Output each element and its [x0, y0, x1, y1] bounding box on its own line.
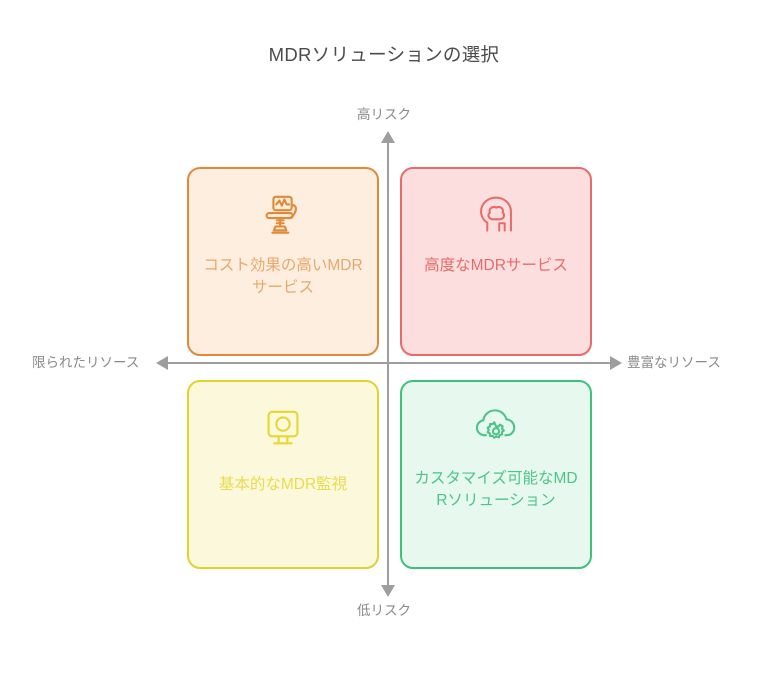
axis-label-abundant-resources: 豊富なリソース — [627, 355, 721, 370]
quadrant-card-top-right[interactable]: 高度なMDRサービス — [400, 167, 592, 356]
horizontal-axis-line — [168, 362, 610, 364]
axis-label-limited-resources: 限られたリソース — [32, 355, 140, 370]
arrow-up-icon — [381, 131, 395, 143]
quadrant-card-bottom-right[interactable]: カスタマイズ可能なMDRソリューション — [400, 380, 592, 569]
arrow-right-icon — [610, 356, 622, 370]
quadrant-label: 基本的なMDR監視 — [218, 476, 348, 493]
axis-label-high-risk: 高リスク — [357, 107, 411, 122]
monitor-display-icon — [255, 400, 311, 456]
quadrant-label: 高度なMDRサービス — [424, 257, 568, 274]
axis-label-low-risk: 低リスク — [357, 603, 411, 618]
arrow-left-icon — [156, 356, 168, 370]
arrow-down-icon — [381, 585, 395, 597]
medical-chair-monitor-icon — [255, 187, 311, 243]
quadrant-label: コスト効果の高いMDRサービス — [203, 257, 363, 296]
page-title: MDRソリューションの選択 — [268, 44, 500, 65]
quadrant-card-bottom-left[interactable]: 基本的なMDR監視 — [187, 380, 379, 569]
quadrant-card-top-left[interactable]: コスト効果の高いMDRサービス — [187, 167, 379, 356]
head-brain-icon — [468, 187, 524, 243]
quadrant-label: カスタマイズ可能なMDRソリューション — [414, 470, 578, 509]
cloud-gear-icon — [468, 400, 524, 456]
